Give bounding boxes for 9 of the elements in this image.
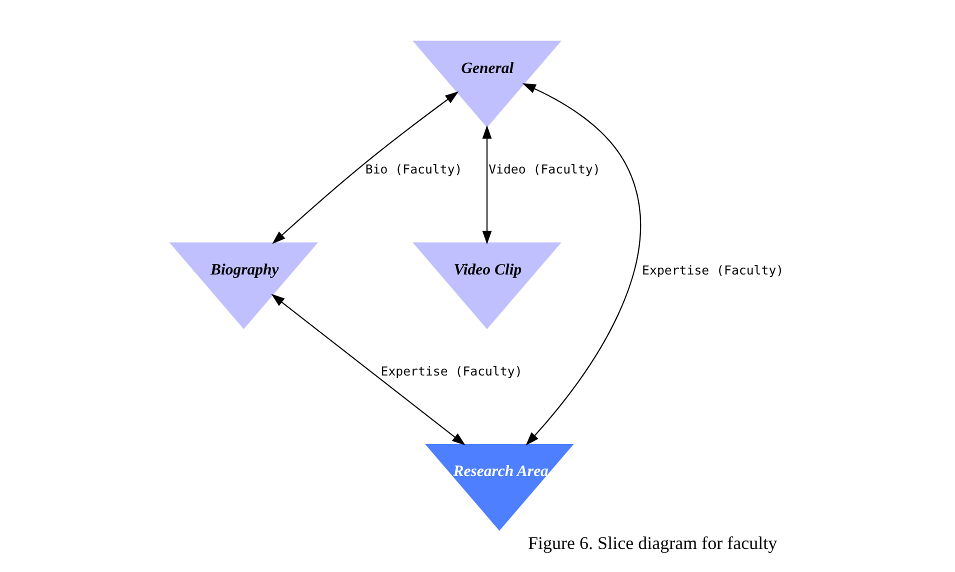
arrow <box>270 294 465 446</box>
caption: Figure 6. Slice diagram for faculty <box>528 532 777 553</box>
edge-label: Expertise (Faculty) <box>642 264 784 278</box>
edge-label: Bio (Faculty) <box>364 162 462 177</box>
arrow <box>482 125 492 244</box>
arrow <box>272 91 458 244</box>
edge-label: Expertise (Faculty) <box>380 364 522 378</box>
edge-label: Video (Faculty) <box>488 162 600 177</box>
arrow <box>522 83 640 446</box>
